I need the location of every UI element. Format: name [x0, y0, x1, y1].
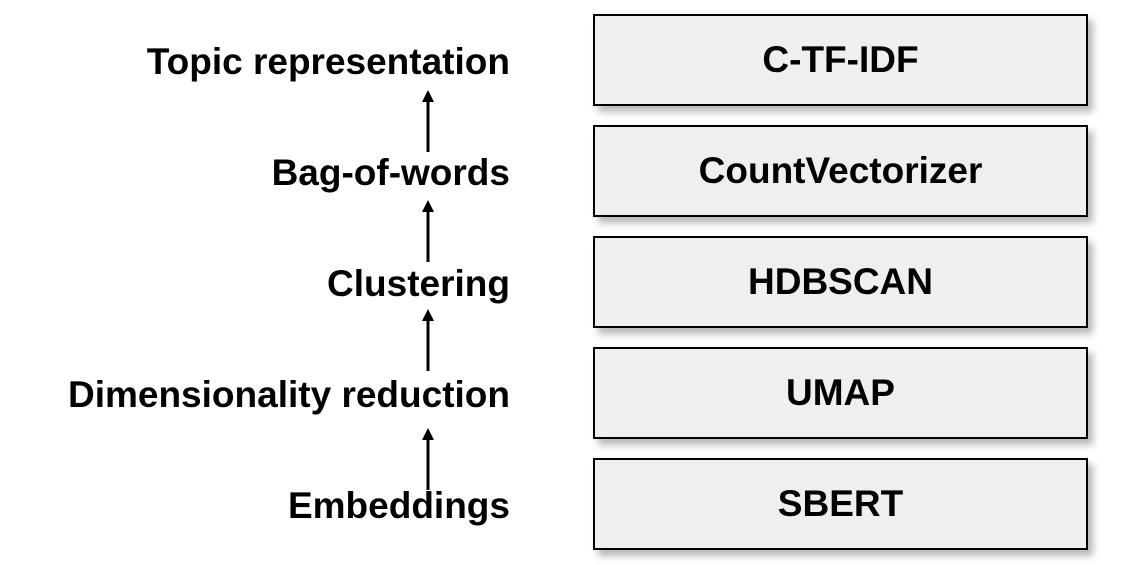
flow-arrow-up-icon	[420, 309, 436, 371]
component-name-sbert: SBERT	[777, 483, 904, 524]
component-name-countvectorizer: CountVectorizer	[698, 150, 983, 191]
component-name-umap: UMAP	[786, 372, 895, 413]
layer-label-embeddings: Embeddings	[287, 485, 510, 526]
component-box-umap: UMAP	[593, 347, 1088, 439]
component-name-hdbscan: HDBSCAN	[748, 261, 933, 302]
layer-label-clustering: Clustering	[327, 263, 510, 304]
flow-arrow-up-icon	[420, 200, 436, 262]
pipeline-row-embeddings: Embeddings SBERT	[0, 458, 1126, 554]
flow-arrow-up-icon	[420, 90, 436, 152]
flow-arrow-up-icon	[420, 428, 436, 490]
pipeline-row-topic-representation: Topic representation C-TF-IDF	[0, 14, 1126, 110]
pipeline-row-dimensionality-reduction: Dimensionality reduction UMAP	[0, 347, 1126, 443]
component-name-c-tf-idf: C-TF-IDF	[762, 39, 919, 80]
component-box-sbert: SBERT	[593, 458, 1088, 550]
pipeline-row-bag-of-words: Bag-of-words CountVectorizer	[0, 125, 1126, 221]
component-box-countvectorizer: CountVectorizer	[593, 125, 1088, 217]
layer-label-topic-representation: Topic representation	[146, 41, 510, 82]
component-box-c-tf-idf: C-TF-IDF	[593, 14, 1088, 106]
layer-label-bag-of-words: Bag-of-words	[271, 152, 510, 193]
component-box-hdbscan: HDBSCAN	[593, 236, 1088, 328]
pipeline-row-clustering: Clustering HDBSCAN	[0, 236, 1126, 332]
layer-label-dimensionality-reduction: Dimensionality reduction	[67, 374, 510, 415]
